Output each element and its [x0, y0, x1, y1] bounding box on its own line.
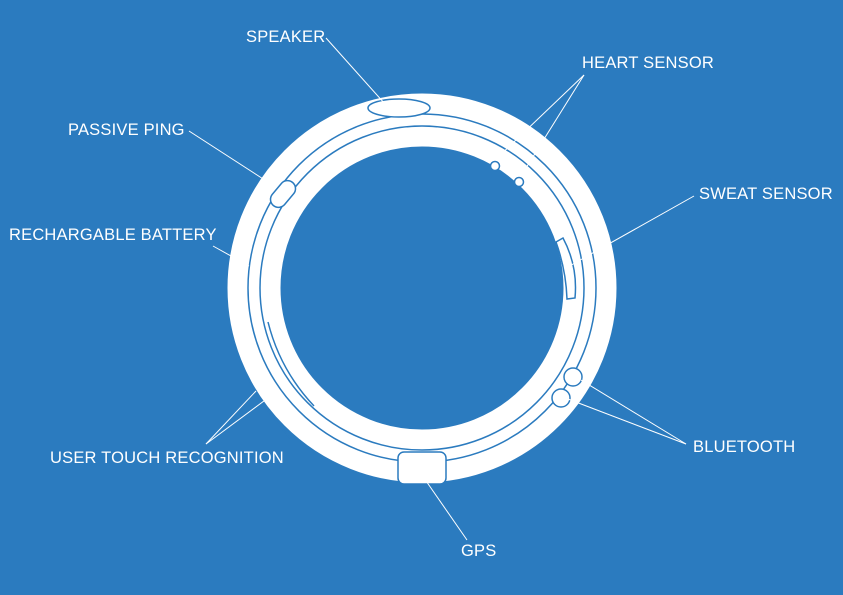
touch-leader-1 — [205, 390, 257, 445]
sweat-sensor-label: SWEAT SENSOR — [699, 185, 833, 203]
speaker-leader — [325, 37, 386, 105]
heart-leader-1 — [494, 74, 585, 161]
touch-leader-2 — [205, 391, 277, 445]
bluetooth-component-1 — [563, 367, 583, 387]
bluetooth-leader-1 — [580, 379, 687, 445]
rechargeable-battery-label: RECHARGABLE BATTERY — [9, 226, 217, 244]
passive-ping-label: PASSIVE PING — [68, 121, 185, 139]
touch-arc — [267, 321, 315, 407]
heart-sensor-dot-2 — [513, 176, 525, 188]
speaker-component — [367, 98, 431, 118]
heart-leader-2 — [520, 74, 585, 177]
gps-leader — [423, 477, 468, 541]
sweat-sensor-component — [555, 236, 577, 300]
bluetooth-label: BLUETOOTH — [693, 438, 796, 456]
ring-inner-track-inner — [259, 125, 585, 451]
bluetooth-leader-2 — [567, 398, 687, 445]
passive-ping-component — [269, 179, 297, 209]
gps-component — [397, 451, 447, 485]
sweat-leader — [565, 195, 695, 269]
passive-ping-leader — [188, 130, 275, 187]
user-touch-label: USER TOUCH RECOGNITION — [50, 449, 284, 467]
heart-sensor-label: HEART SENSOR — [582, 54, 714, 72]
battery-leader — [212, 245, 250, 267]
bluetooth-component-2 — [551, 388, 571, 408]
heart-sensor-dot-1 — [489, 160, 501, 172]
speaker-label: SPEAKER — [246, 28, 326, 46]
battery-arc — [229, 325, 291, 439]
ring-body — [227, 93, 617, 483]
gps-label: GPS — [461, 542, 497, 560]
